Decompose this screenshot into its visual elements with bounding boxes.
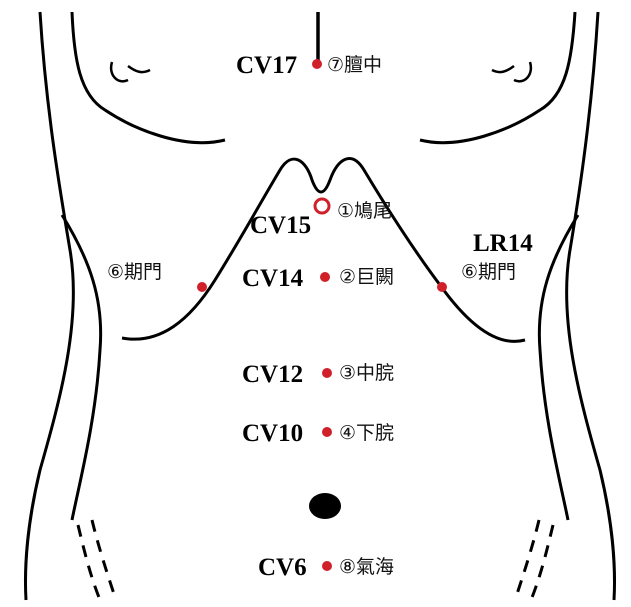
- right-nipple: [492, 62, 531, 81]
- point-name-lr14-left: ⑥期門: [107, 263, 162, 282]
- point-name-cv15: ①鳩尾: [337, 202, 392, 221]
- point-name-cv14: ②巨闕: [339, 268, 394, 287]
- point-name-cv17: ⑦膻中: [327, 56, 382, 75]
- rib-cage-arch: [122, 159, 525, 342]
- right-torso-side: [567, 12, 615, 600]
- point-dot-cv14: [320, 272, 330, 282]
- point-code-cv6: CV6: [258, 555, 307, 580]
- point-dot-cv6: [322, 561, 332, 571]
- right-pectoral-outline: [420, 12, 575, 143]
- point-name-cv10: ④下脘: [339, 424, 394, 443]
- point-code-cv12: CV12: [242, 362, 303, 387]
- point-dot-lr14-right: [437, 282, 447, 292]
- point-name-cv6: ⑧氣海: [339, 558, 394, 577]
- left-nipple: [111, 62, 150, 81]
- left-flank-curve: [62, 215, 101, 520]
- point-code-lr14-right: LR14: [473, 231, 533, 256]
- left-torso-side: [26, 12, 74, 600]
- point-dot-cv15: [315, 199, 329, 213]
- left-pectoral-outline: [72, 12, 225, 143]
- point-code-cv10: CV10: [242, 421, 303, 446]
- point-code-cv17: CV17: [236, 53, 297, 78]
- right-flank-curve: [539, 215, 578, 520]
- right-inguinal-dashes: [531, 525, 553, 600]
- point-dot-cv17: [312, 59, 322, 69]
- left-inguinal-dashes: [78, 525, 100, 600]
- point-code-cv15: CV15: [250, 213, 311, 238]
- point-name-cv12: ③中脘: [339, 364, 394, 383]
- point-code-cv14: CV14: [242, 266, 303, 291]
- navel: [309, 493, 341, 519]
- point-name-lr14-right: ⑥期門: [461, 263, 516, 282]
- point-dot-cv10: [322, 427, 332, 437]
- point-dot-cv12: [322, 368, 332, 378]
- point-dot-lr14-left: [197, 282, 207, 292]
